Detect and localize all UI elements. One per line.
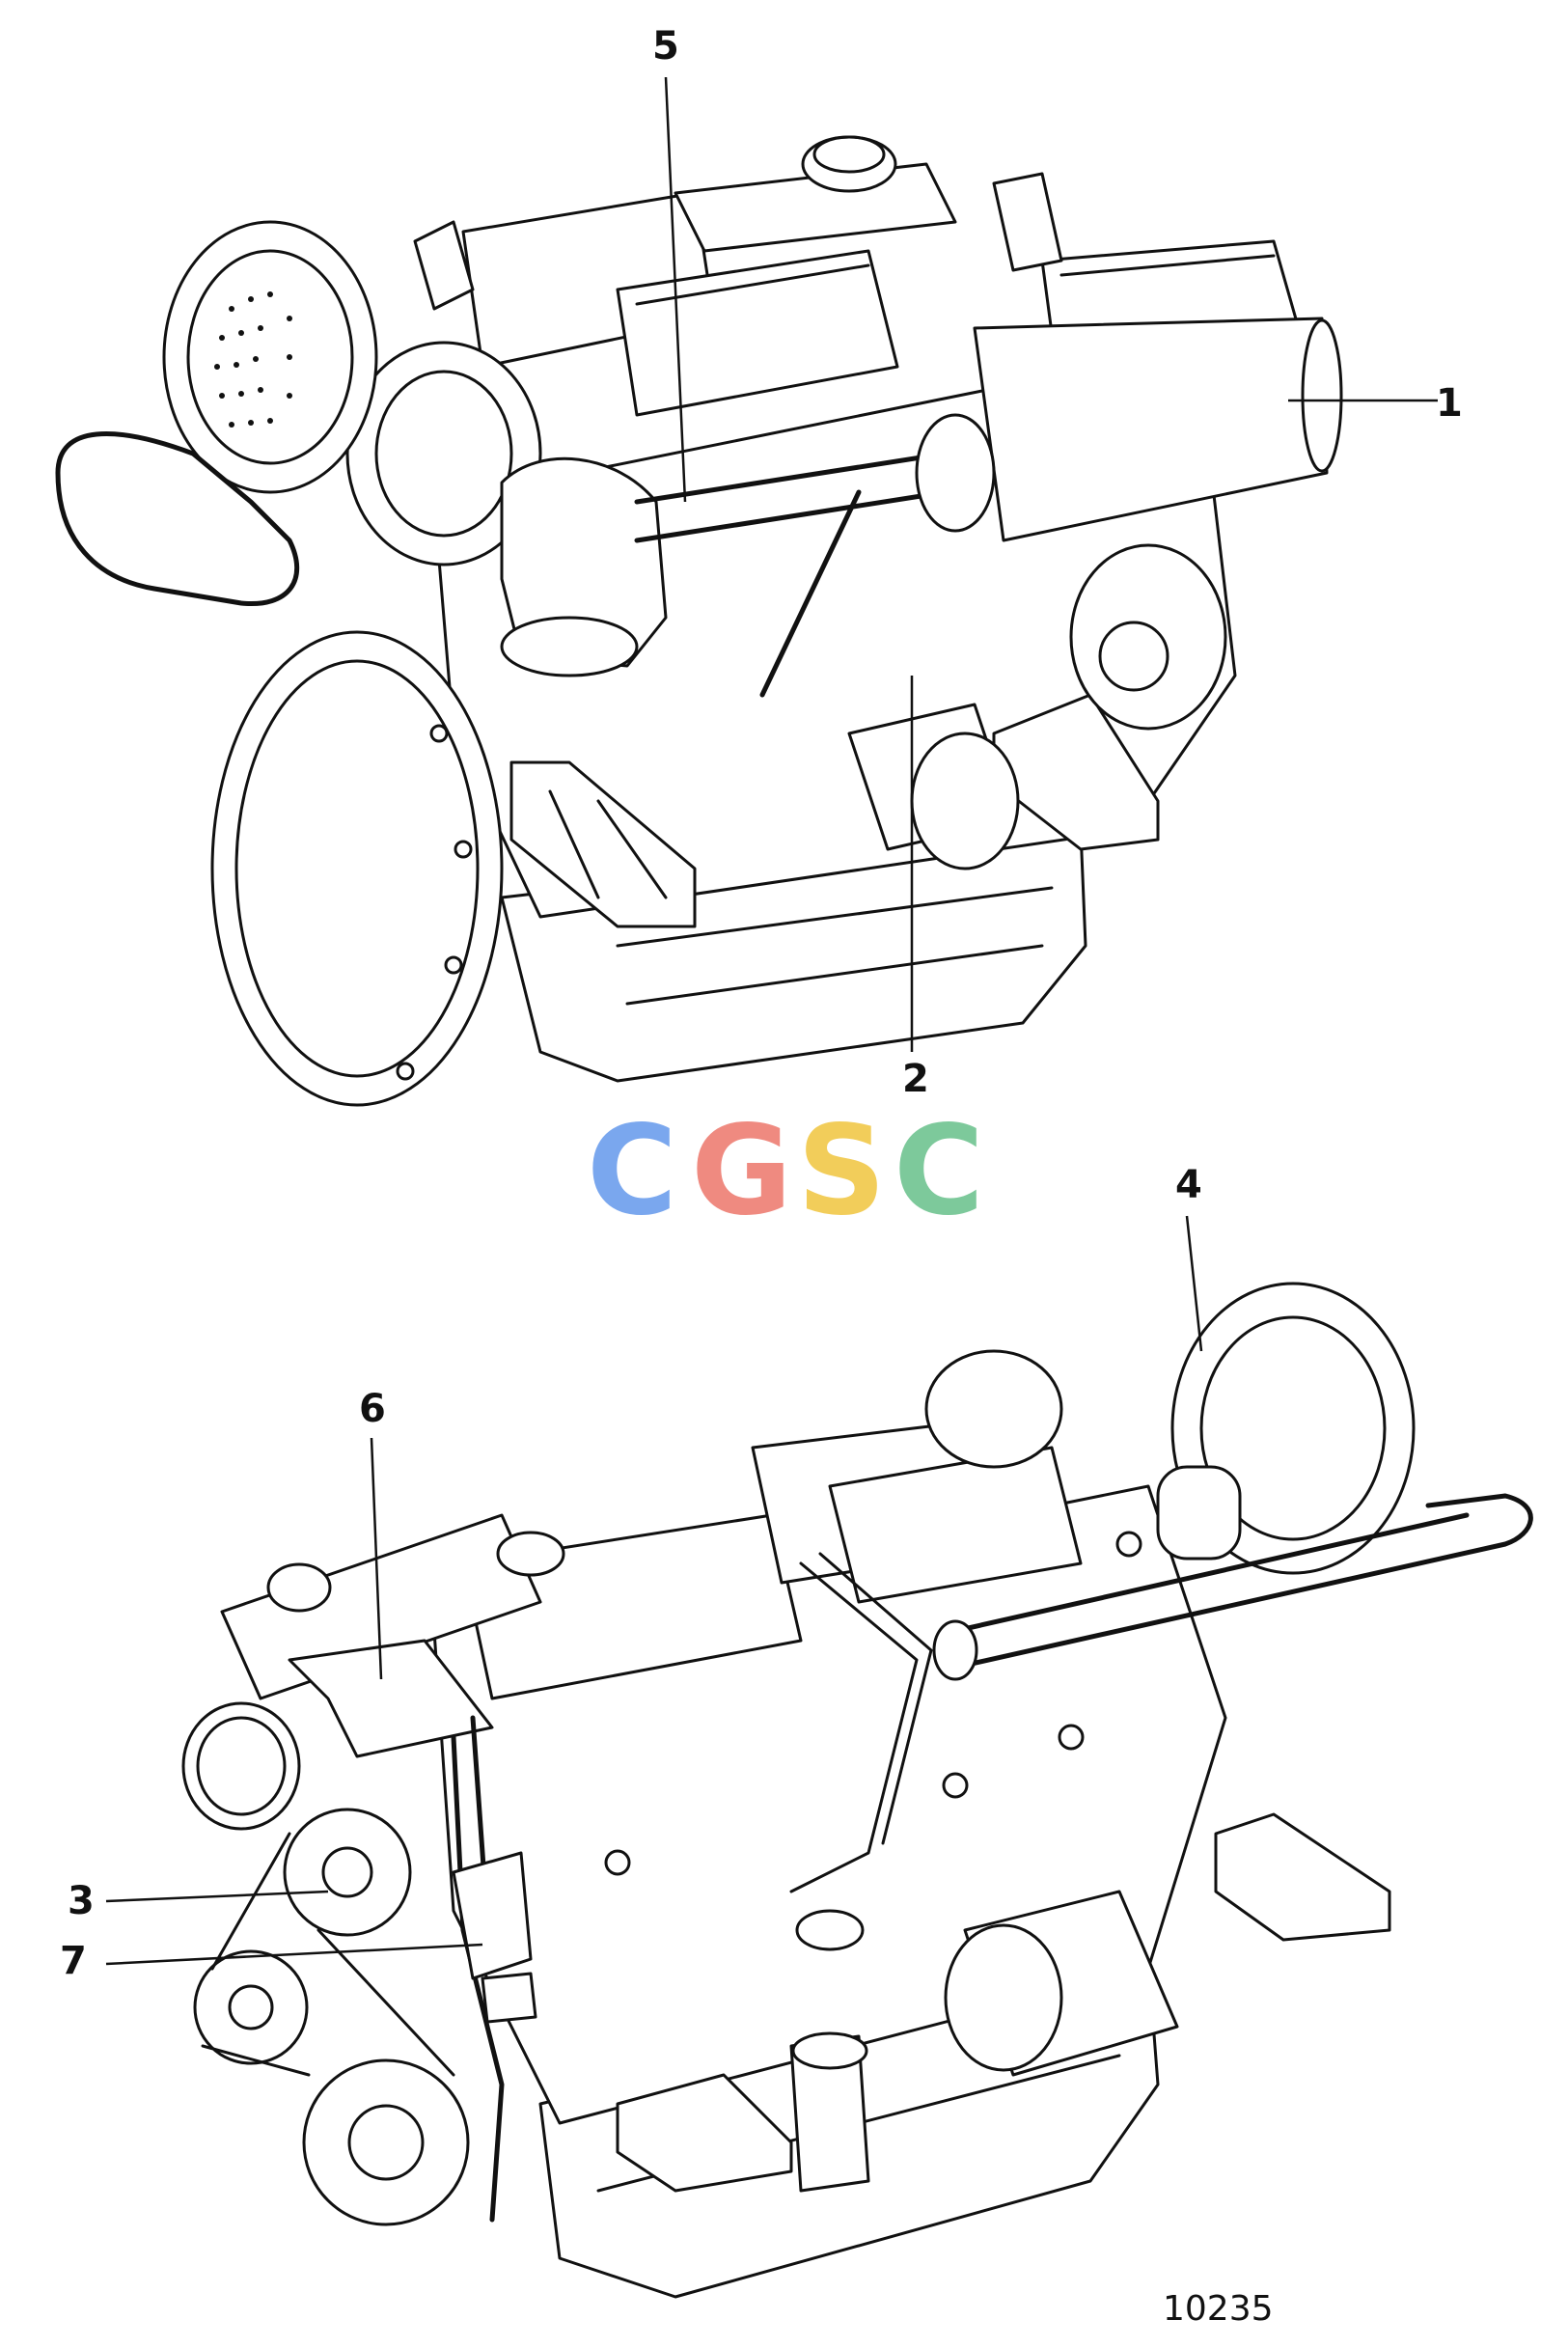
- callout-5: 5: [652, 24, 679, 69]
- top-engine-drawing: [55, 135, 1343, 1107]
- callout-7: 7: [60, 1939, 87, 1983]
- callout-4: 4: [1175, 1163, 1202, 1207]
- callout-6: 6: [359, 1387, 386, 1431]
- figure-number: 10235: [1163, 2289, 1274, 2329]
- bottom-engine-drawing: [181, 1282, 1533, 2299]
- callout-2: 2: [902, 1057, 929, 1101]
- callout-1: 1: [1436, 381, 1463, 426]
- watermark-letter-s: S: [797, 1099, 898, 1243]
- watermark-letter-g: G: [691, 1099, 805, 1243]
- callout-3: 3: [68, 1879, 95, 1923]
- watermark-letter-c2: C: [894, 1099, 996, 1243]
- watermark-letter-c1: C: [587, 1099, 689, 1243]
- leader-lines: [105, 76, 1438, 1966]
